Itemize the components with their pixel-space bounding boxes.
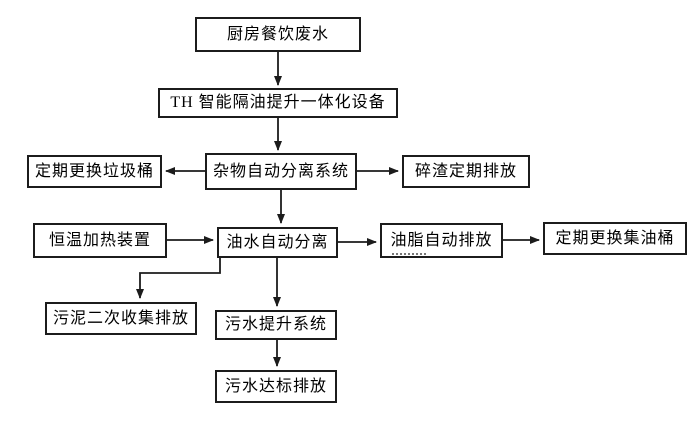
spellcheck-dots: [392, 250, 426, 255]
node-debris-periodic-discharge-label: 碎渣定期排放: [414, 162, 517, 180]
node-kitchen-wastewater-label: 厨房餐饮废水: [226, 25, 329, 43]
node-sewage-lifting-system-label: 污水提升系统: [224, 316, 327, 334]
node-th-integrated-device-label: TH 智能隔油提升一体化设备: [170, 94, 386, 112]
node-sludge-secondary-collection-discharge-label: 污泥二次收集排放: [52, 309, 189, 327]
node-sludge-secondary-collection-discharge: 污泥二次收集排放: [45, 302, 197, 335]
node-debris-auto-separation-label: 杂物自动分离系统: [212, 162, 349, 180]
node-replace-trash-bin: 定期更换垃圾桶: [27, 155, 162, 188]
node-oil-water-auto-separation-label: 油水自动分离: [226, 233, 329, 251]
node-constant-temp-heating-label: 恒温加热装置: [48, 231, 151, 249]
edge-oil-water-to-sludge: [136, 258, 221, 299]
node-oil-water-auto-separation: 油水自动分离: [217, 227, 338, 258]
node-debris-auto-separation: 杂物自动分离系统: [205, 153, 357, 190]
node-th-integrated-device: TH 智能隔油提升一体化设备: [158, 88, 398, 118]
node-kitchen-wastewater: 厨房餐饮废水: [195, 17, 361, 52]
node-grease-auto-discharge-label: 油脂自动排放: [390, 231, 493, 249]
node-grease-auto-discharge: 油脂自动排放: [380, 223, 503, 258]
node-replace-oil-collection-barrel-label: 定期更换集油桶: [555, 229, 675, 247]
node-sewage-standard-discharge: 污水达标排放: [215, 370, 337, 403]
node-sewage-lifting-system: 污水提升系统: [215, 310, 337, 340]
node-sewage-standard-discharge-label: 污水达标排放: [224, 377, 327, 395]
node-replace-trash-bin-label: 定期更换垃圾桶: [34, 162, 154, 180]
node-replace-oil-collection-barrel: 定期更换集油桶: [543, 222, 687, 255]
node-debris-periodic-discharge: 碎渣定期排放: [402, 155, 530, 188]
node-constant-temp-heating: 恒温加热装置: [33, 223, 167, 258]
